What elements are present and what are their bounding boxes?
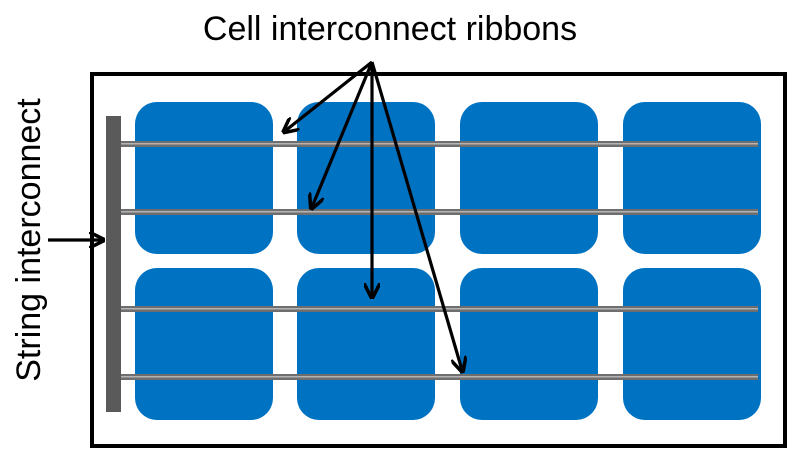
- ribbon: [121, 374, 758, 380]
- arrow-ribbon-1: [285, 60, 373, 131]
- ribbon: [121, 141, 758, 147]
- solar-cell: [460, 102, 598, 254]
- string-interconnect-bar: [106, 116, 121, 412]
- solar-cell: [623, 102, 761, 254]
- solar-cell: [297, 268, 435, 420]
- solar-cell: [135, 268, 273, 420]
- solar-cell: [135, 102, 273, 254]
- arrows: [48, 60, 462, 370]
- cell-interconnect-ribbons-label: Cell interconnect ribbons: [203, 10, 577, 48]
- solar-cell: [623, 268, 761, 420]
- arrow-ribbon-2: [312, 61, 374, 207]
- solar-cell: [297, 102, 435, 254]
- arrow-ribbon-4: [370, 61, 462, 370]
- ribbon: [121, 306, 758, 312]
- solar-cell: [460, 268, 598, 420]
- cell-interconnect-ribbons: [121, 141, 758, 380]
- ribbon: [121, 209, 758, 215]
- string-interconnect-label: String interconnect: [10, 98, 48, 382]
